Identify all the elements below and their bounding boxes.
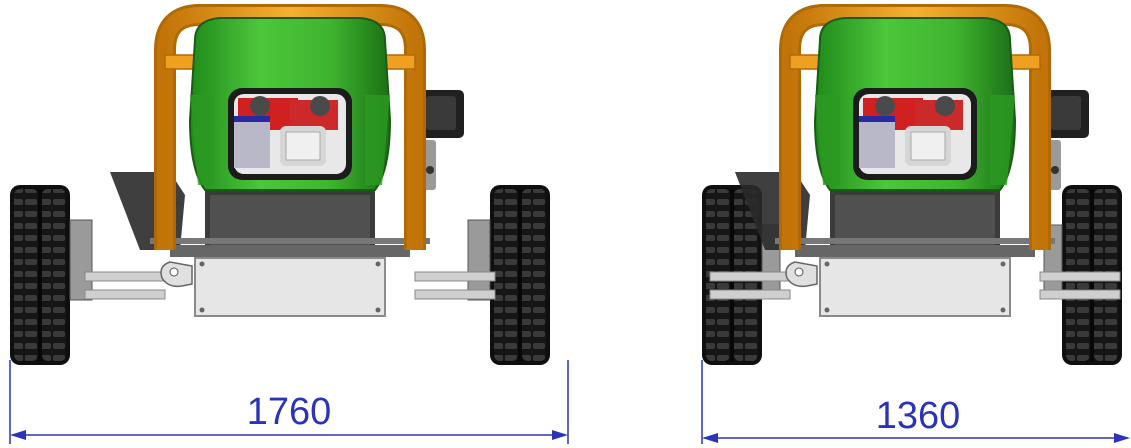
mower-view-wide-track <box>10 15 550 365</box>
right-tire <box>490 185 550 365</box>
dimension-label: 1760 <box>247 391 332 433</box>
left-tire <box>10 185 70 365</box>
mower-body <box>85 15 495 316</box>
dimension-label: 1360 <box>876 395 961 437</box>
dimension-narrow-track: 1360 <box>701 360 1130 444</box>
dimension-wide-track: 1760 <box>9 360 569 444</box>
mower-view-narrow-track <box>702 15 1122 365</box>
